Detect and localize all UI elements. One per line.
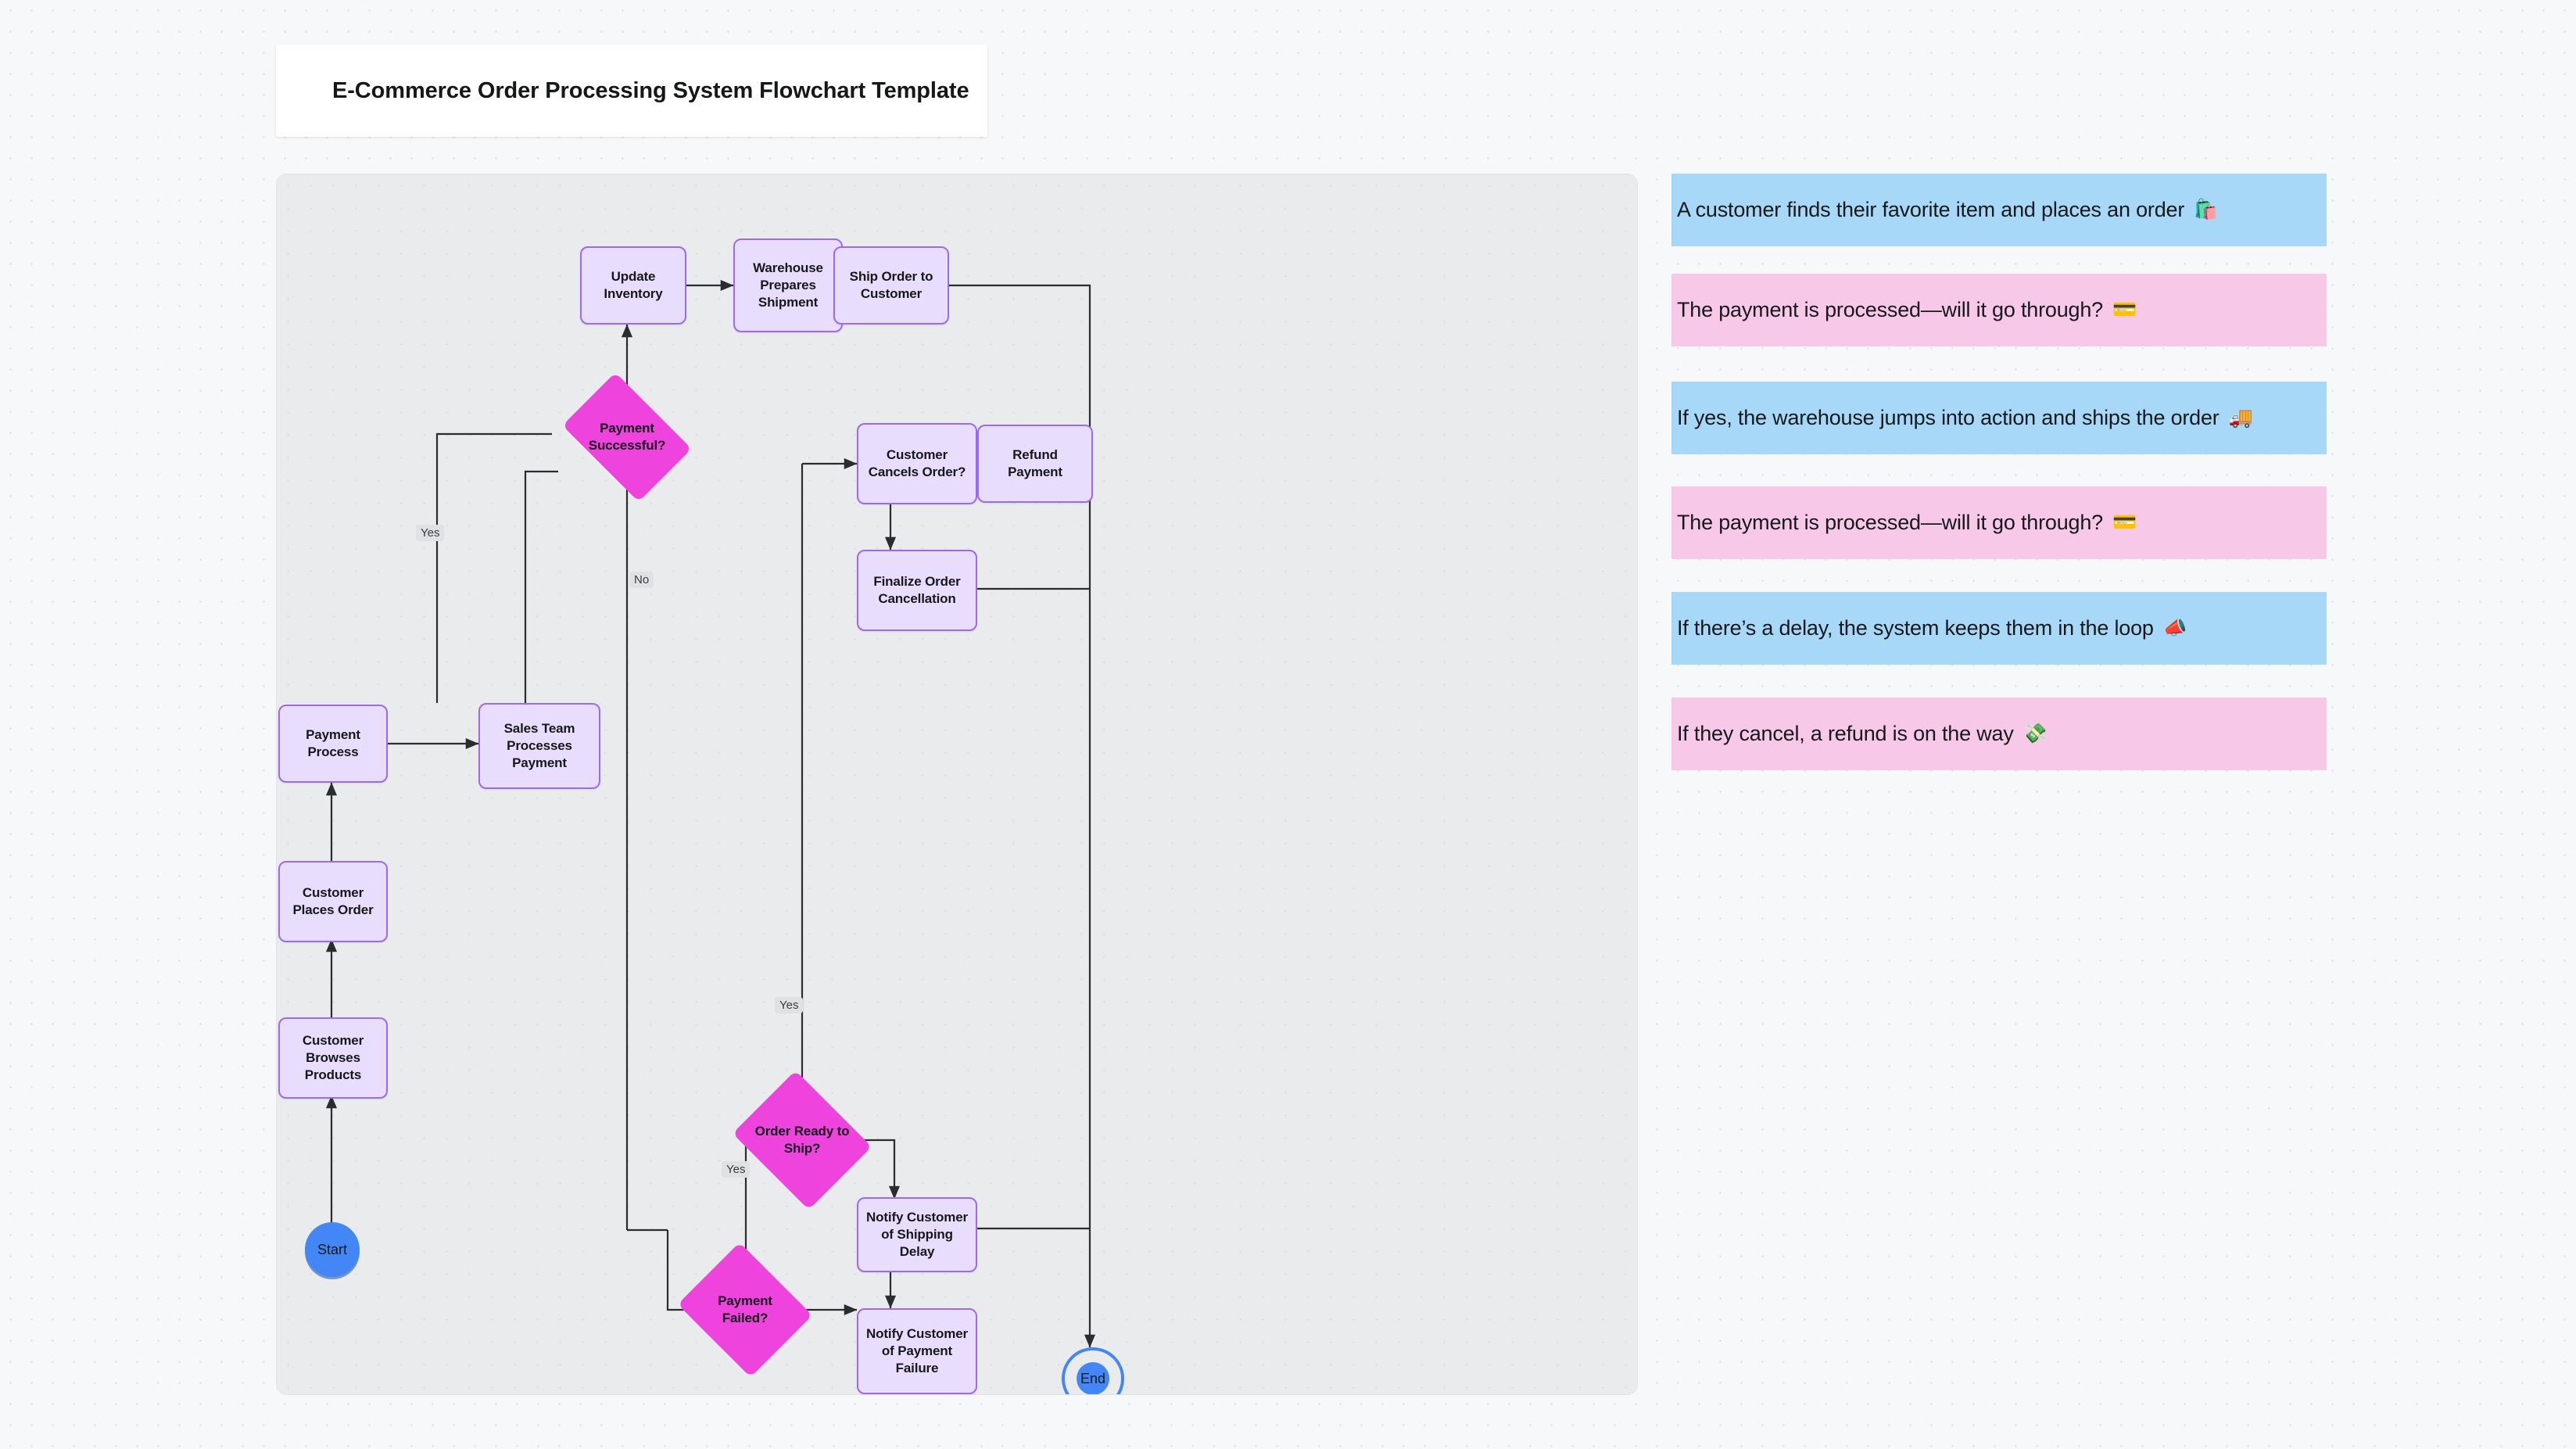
- megaphone-icon: 📣: [2162, 617, 2187, 639]
- node-label: Customer Browses Products: [302, 1032, 364, 1083]
- node-ship-order-to-customer[interactable]: Ship Order to Customer: [833, 246, 949, 325]
- node-notify-customer-payment-failure[interactable]: Notify Customer of Payment Failure: [857, 1308, 977, 1394]
- note-card-3[interactable]: If yes, the warehouse jumps into action …: [1671, 382, 2327, 454]
- node-label: Payment Process: [306, 726, 360, 759]
- node-label: Notify Customer of Shipping Delay: [866, 1209, 968, 1260]
- node-label: Payment Failed?: [718, 1293, 772, 1325]
- edge-label-yes-payment-successful: Yes: [416, 525, 445, 541]
- credit-card-icon: 💳: [2112, 299, 2137, 321]
- node-sales-team-processes-payment[interactable]: Sales Team Processes Payment: [478, 703, 600, 789]
- edge-label-yes-ready-upper: Yes: [775, 997, 804, 1013]
- note-card-2[interactable]: The payment is processed—will it go thro…: [1671, 274, 2327, 346]
- node-label: Customer Cancels Order?: [868, 447, 966, 479]
- node-notify-customer-shipping-delay[interactable]: Notify Customer of Shipping Delay: [857, 1197, 977, 1272]
- node-label: End: [1077, 1362, 1109, 1394]
- node-label: Sales Team Processes Payment: [503, 720, 575, 771]
- node-end[interactable]: End: [1062, 1347, 1124, 1394]
- node-label: Finalize Order Cancellation: [873, 573, 961, 606]
- node-customer-cancels-order[interactable]: Customer Cancels Order?: [857, 423, 977, 504]
- node-payment-process[interactable]: Payment Process: [278, 705, 388, 783]
- note-text: If there’s a delay, the system keeps the…: [1677, 616, 2154, 640]
- node-label: Customer Places Order: [292, 884, 374, 917]
- note-card-1[interactable]: A customer finds their favorite item and…: [1671, 174, 2327, 246]
- flowchart-edges: [325, 279, 1096, 1348]
- money-with-wings-icon: 💸: [2022, 723, 2048, 744]
- node-label: Refund Payment: [1008, 447, 1062, 479]
- credit-card-icon: 💳: [2112, 511, 2137, 533]
- node-payment-failed[interactable]: Payment Failed?: [677, 1242, 813, 1378]
- node-label: Start: [317, 1241, 347, 1257]
- node-customer-places-order[interactable]: Customer Places Order: [278, 861, 388, 942]
- page-title: E-Commerce Order Processing System Flowc…: [332, 77, 969, 103]
- title-card: E-Commerce Order Processing System Flowc…: [276, 45, 987, 137]
- note-text: If yes, the warehouse jumps into action …: [1677, 406, 2220, 429]
- node-label: Payment Successful?: [588, 420, 666, 453]
- node-label: Notify Customer of Payment Failure: [866, 1325, 968, 1376]
- note-text: A customer finds their favorite item and…: [1677, 198, 2185, 221]
- node-label: Update Inventory: [604, 268, 663, 301]
- note-card-4[interactable]: The payment is processed—will it go thro…: [1671, 486, 2327, 559]
- note-text: The payment is processed—will it go thro…: [1677, 298, 2103, 321]
- node-customer-browses-products[interactable]: Customer Browses Products: [278, 1017, 388, 1099]
- node-warehouse-prepares-shipment[interactable]: Warehouse Prepares Shipment: [733, 239, 843, 332]
- node-label: Warehouse Prepares Shipment: [753, 260, 823, 310]
- node-order-ready-to-ship[interactable]: Order Ready to Ship?: [732, 1070, 872, 1210]
- note-text: If they cancel, a refund is on the way: [1677, 722, 2014, 745]
- delivery-truck-icon: 🚚: [2228, 407, 2253, 429]
- note-card-5[interactable]: If there’s a delay, the system keeps the…: [1671, 592, 2327, 665]
- node-update-inventory[interactable]: Update Inventory: [580, 246, 686, 325]
- node-label: Ship Order to Customer: [849, 268, 933, 301]
- node-label: Order Ready to Ship?: [754, 1123, 850, 1156]
- note-card-6[interactable]: If they cancel, a refund is on the way 💸: [1671, 698, 2327, 770]
- node-payment-successful[interactable]: Payment Successful?: [562, 372, 692, 502]
- flowchart-canvas[interactable]: Update Inventory Warehouse Prepares Ship…: [276, 174, 1638, 1395]
- edge-label-no-payment-successful: No: [629, 572, 654, 588]
- node-refund-payment[interactable]: Refund Payment: [977, 425, 1093, 503]
- edge-label-yes-ready-lower: Yes: [722, 1161, 751, 1178]
- node-finalize-order-cancellation[interactable]: Finalize Order Cancellation: [857, 550, 977, 631]
- shopping-bags-icon: 🛍️: [2194, 199, 2219, 221]
- note-text: The payment is processed—will it go thro…: [1677, 511, 2103, 534]
- node-start[interactable]: Start: [305, 1222, 360, 1277]
